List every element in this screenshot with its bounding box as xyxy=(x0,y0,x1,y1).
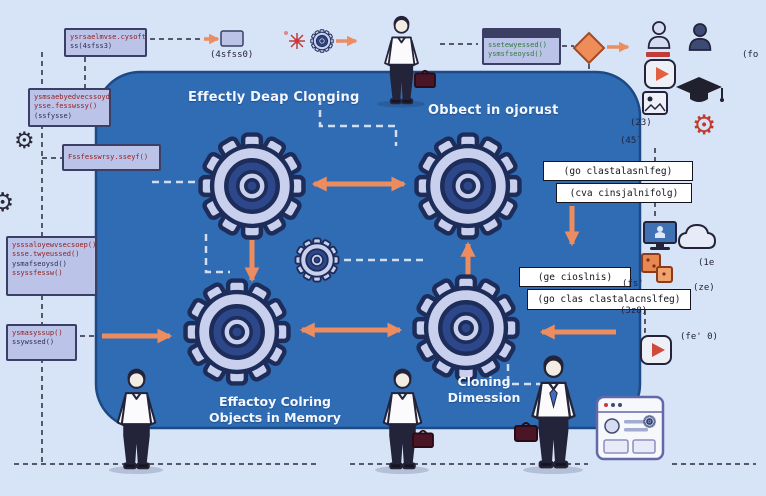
small-label: (fe' 0) xyxy=(680,332,718,342)
monitor-icon xyxy=(643,221,677,250)
code-line: Fssfesswrsy.sseyf() xyxy=(68,153,149,161)
small-box-icon xyxy=(220,30,244,47)
panel-title-top-right: Obbect in ojorust xyxy=(428,103,559,118)
play-triangle-icon xyxy=(656,67,669,81)
caption-bottom-left: Effactoy Colring Objects in Memory xyxy=(209,394,341,425)
cubes-icon xyxy=(641,253,673,283)
code-line: ysrsaelmvse.cysoft() xyxy=(70,33,147,41)
code-box-top-right: ssetewyessed() ysmsfseoysd() xyxy=(482,28,561,65)
code-line: ysmsaebyedvecssoyd() xyxy=(34,93,111,101)
briefcase-icon xyxy=(514,422,538,442)
small-label: (1e xyxy=(698,258,715,268)
tie-icon xyxy=(549,388,558,409)
code-line: ssywssed() xyxy=(12,338,55,347)
small-label: (45` xyxy=(620,136,642,146)
caption-bottom-right: Cloning Dimession xyxy=(447,374,521,405)
gear-icon: ⚙ xyxy=(14,128,35,154)
code-line: ssse.twyeussed() xyxy=(12,250,80,259)
cloud-icon xyxy=(677,223,717,249)
small-label: (23) xyxy=(630,118,652,128)
code-line: (ssfysse) xyxy=(34,111,72,120)
code-line: ysse.fesswssy() xyxy=(34,102,98,111)
code-box-top-left-1: ysrsaelmvse.cysoft() ss(4sfss3) xyxy=(64,28,147,57)
person-bust-dark-icon xyxy=(688,23,712,51)
play-triangle-2-icon xyxy=(652,343,665,357)
code-box-top-left-2: ysmsaebyedvecssoyd() ysse.fesswssy() (ss… xyxy=(28,88,111,127)
code-line: ssetewyessed() xyxy=(488,41,548,49)
photo-icon xyxy=(642,91,668,115)
small-label: (fo xyxy=(742,50,759,60)
briefcase-icon xyxy=(414,69,436,88)
code-editor-titlebar xyxy=(484,30,559,38)
label-box-b: (cva cinsjalnifolg) xyxy=(556,183,692,203)
code-line: ss(4sfss3) xyxy=(70,42,113,51)
code-line: ysmasyssup() xyxy=(12,329,63,337)
label-box-d: (go clas clastalacnslfeg) xyxy=(527,289,691,310)
gear-icon: ⚙ xyxy=(0,188,15,218)
briefcase-icon xyxy=(412,429,434,448)
graduation-cap-icon xyxy=(676,77,724,102)
small-label: (4sfss0) xyxy=(210,50,254,60)
code-box-left-4: ysssaloyewvsecsoep() ssse.twyeussed() ys… xyxy=(6,236,97,296)
spark-icon xyxy=(284,31,305,49)
red-bar-icon xyxy=(646,52,670,57)
label-box-a: (go clastalasnlfeg) xyxy=(543,161,693,181)
flow-arrows xyxy=(102,33,630,344)
code-line: ysmafseoysd() xyxy=(12,259,67,268)
panel-title-top-left: Effectly Deap Clonging xyxy=(188,90,360,105)
small-label: (ze) xyxy=(693,283,715,293)
code-box-left-5: ysmasyssup() ssywssed() xyxy=(6,324,77,361)
gear-icon: ⚙ xyxy=(692,110,717,141)
code-line: ysssaloyewvsecsoep() xyxy=(12,241,97,249)
panel-dashed-routes xyxy=(152,98,552,386)
person-bust-icon xyxy=(647,21,671,49)
small-label: (3z8) xyxy=(620,306,648,316)
code-line: ssyssfessw() xyxy=(12,269,63,278)
small-label: (fs' xyxy=(622,279,644,289)
diamond-icon xyxy=(572,31,606,65)
code-line: ysmsfseoysd() xyxy=(488,50,543,59)
label-box-c: (ge cioslnis) xyxy=(519,267,631,287)
browser-window-icon xyxy=(595,395,665,461)
code-box-top-left-3: Fssfesswrsy.sseyf() xyxy=(62,144,161,171)
people-figures xyxy=(109,15,583,474)
small-gear-icon xyxy=(310,29,334,53)
